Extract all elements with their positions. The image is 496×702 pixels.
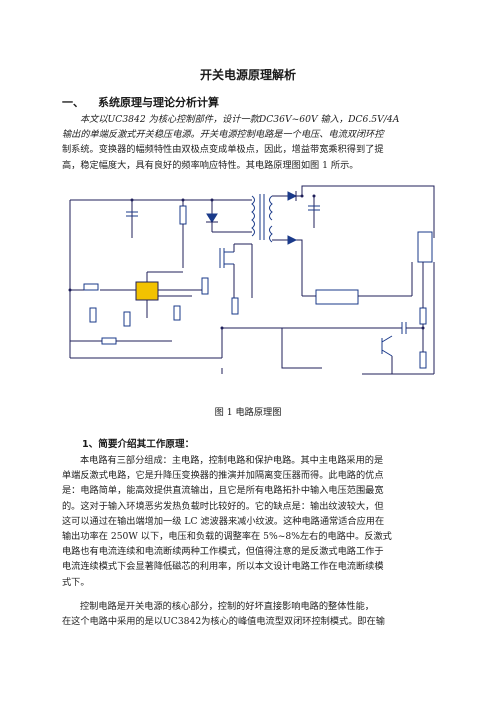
sense-resistor (202, 278, 208, 294)
body-line: 电流连续模式下会显著降低磁芯的利用率，所以本文设计电路工作在电流断续模 (62, 561, 384, 573)
sense-resistor (232, 298, 238, 314)
aux-diode (288, 236, 296, 244)
divider-resistor (420, 352, 426, 368)
subsection-heading: 1、简要介绍其工作原理： (82, 439, 195, 450)
junction-dot (130, 198, 134, 202)
body-line: 本电路有三部分组成：主电路，控制电路和保护电路。其中主电路采用的是 (80, 455, 384, 466)
intro-line-4: 高，稳定幅度大，具有良好的频率响应特性。其电路原理图如图 1 所示。 (62, 159, 359, 171)
document-title: 开关电源原理解析 (199, 68, 296, 82)
ground-resistor (102, 338, 116, 344)
intro-line-1: 本文以UC3842 为核心控制部件，设计一款DC36V~60V 输入，DC6.5… (80, 114, 400, 125)
body-line: 单端反激式电路，它是升降压变换器的推演并加隔离变压器而得。此电路的优点 (62, 470, 384, 482)
body-line: 输出功率在 250W 以下，电压和负载的调整率在 5%~8%左右的电路中。反激式 (62, 531, 392, 543)
uc3842-ic (136, 282, 158, 300)
junction-dot (181, 198, 185, 202)
output-diode (288, 192, 296, 200)
bias-resistor (124, 312, 130, 326)
junction-dot (421, 326, 425, 330)
figure-caption: 图 1 电路原理图 (214, 407, 282, 418)
junction-dot (300, 194, 304, 198)
bias-resistor (174, 306, 180, 320)
bias-resistor (90, 308, 96, 322)
error-amp-transistor (382, 336, 392, 356)
schematic-wire (302, 186, 434, 238)
divider-resistor (420, 308, 426, 324)
output-terminal (418, 232, 432, 262)
body-line: 式下。 (62, 576, 90, 588)
body-line: 这可以通过在输出端增加一级 LC 滤波器来减小纹波。这种电路通常适合应用在 (62, 515, 385, 527)
section-title: 系统原理与理论分析计算 (98, 96, 219, 109)
intro-paragraph: 本文以UC3842 为核心控制部件，设计一款DC36V~60V 输入，DC6.5… (62, 112, 434, 173)
snubber-diode (207, 214, 217, 222)
schematic-wire (272, 240, 302, 248)
junction-dot (220, 326, 224, 330)
intro-line-2: 输出的单端反激式开关稳压电源。开关电源控制电路是一个电压、电流双闭环控 (62, 129, 384, 141)
timing-resistor (84, 284, 98, 290)
section-heading-1: 一、 系统原理与理论分析计算 (62, 94, 219, 110)
body-line: 电路也有电流连续和电流断续两种工作模式，但值得注意的是反激式电路工作于 (62, 546, 384, 558)
section-number: 一、 (62, 96, 84, 109)
junction-dot (312, 194, 316, 198)
body-paragraph: 本电路有三部分组成：主电路，控制电路和保护电路。其中主电路采用的是 单端反激式电… (62, 453, 434, 590)
schematic-wire (222, 328, 362, 358)
flyback-transformer (252, 194, 272, 242)
startup-resistor (180, 206, 186, 224)
junction-dot (68, 288, 72, 292)
schematic-wire (282, 328, 322, 368)
intro-line-3: 制系统。变换器的幅频特性由双极点变成单极点，因此，增益带宽乘积得到了提 (62, 144, 384, 156)
circuit-schematic-figure (68, 178, 440, 380)
body-line: 在这个电路中采用的是以UC3842为核心的峰值电流型双闭环控制模式。即在输 (62, 616, 385, 628)
switch-mosfet (220, 248, 234, 268)
control-paragraph: 控制电路是开关电源的核心部分，控制的好坏直接影响电路的整体性能， 在这个电路中采… (62, 599, 434, 629)
body-line: 控制电路是开关电源的核心部分，控制的好坏直接影响电路的整体性能， (80, 601, 374, 612)
body-line: 的。这对于输入环境恶劣发热负载时比较好的。它的缺点是：输出纹波较大，但 (62, 500, 384, 512)
junction-dot (210, 198, 214, 202)
optocoupler (316, 290, 358, 304)
body-line: 是：电路简单，能高效提供直流输出，且它是所有电路拓扑中输入电压范围最宽 (62, 485, 384, 497)
